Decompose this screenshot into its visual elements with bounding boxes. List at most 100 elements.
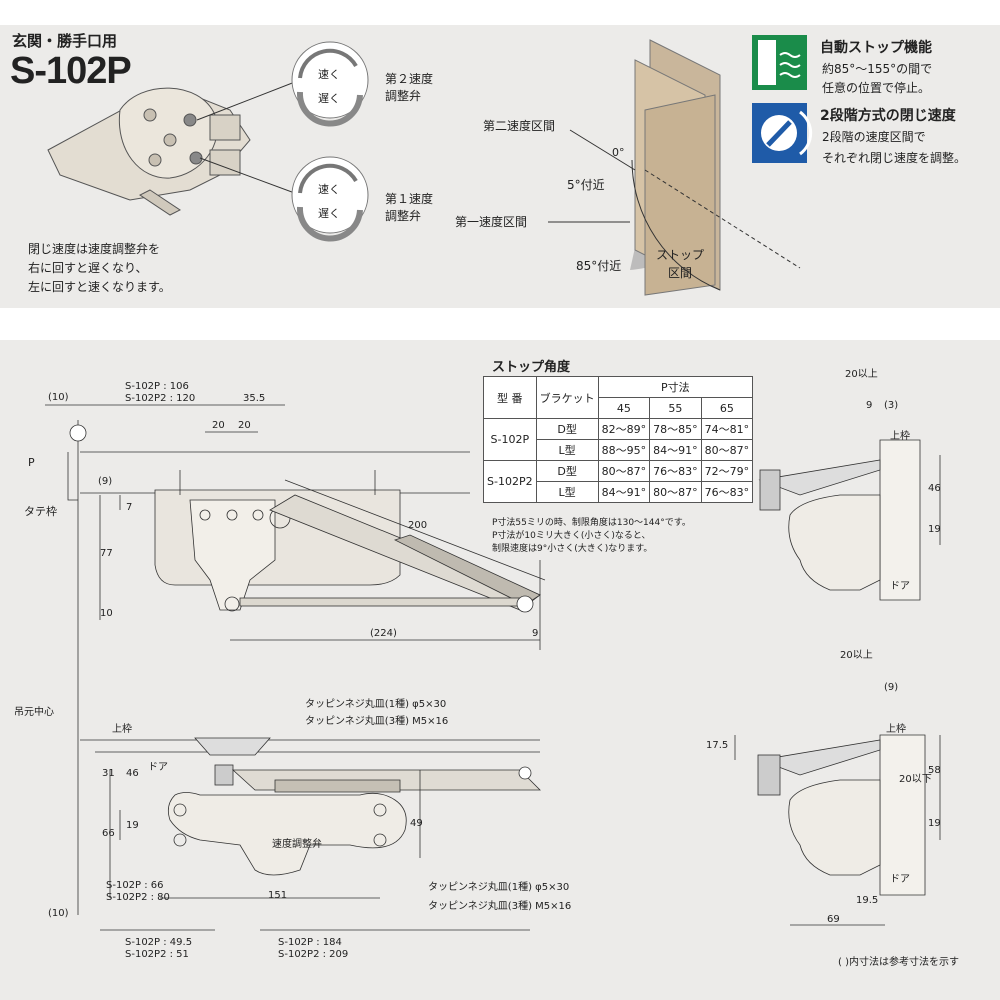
model-s102p2: S-102P2 [483,460,537,503]
screw-label-3: タッピンネジ丸皿(3種) M5×16 [305,716,449,727]
p-65: 65 [700,397,754,419]
speed-note-line3: 左に回すと速くなります。 [28,280,171,294]
dim-9: 9 [532,628,539,639]
dim-151: 151 [268,890,288,901]
table-cell: 76～83° [700,481,754,503]
first-valve-slow: 遅く [318,207,340,220]
table-cell: 84～91° [597,481,651,503]
dim-31: 31 [102,768,115,779]
stop-zone-label1: ストップ [656,248,705,262]
header-p: P寸法 [597,376,754,398]
side-bottom-9: (9) [884,682,899,693]
dim-s102p2-209: S-102P2 : 209 [278,949,349,960]
bracket-l: L型 [535,481,599,503]
side-bottom-17-5: 17.5 [706,740,729,751]
table-cell: 84～91° [649,439,702,461]
eighty-five-label: 85°付近 [576,259,622,273]
first-valve-label2: 調整弁 [385,209,422,223]
hinge-center-label: 吊元中心 [14,707,54,718]
header-bracket: ブラケット [535,376,599,419]
dim-20b: 20 [238,420,251,431]
five-degree-label: 5°付近 [567,178,605,192]
dim-paren10: (10) [48,392,69,403]
table-cell: 78～85° [649,418,702,440]
page-title: S-102P [10,50,132,92]
dim-224: (224) [370,628,397,639]
dim-66: 66 [102,828,115,839]
feature-two-stage-line2: それぞれ閉じ速度を調整。 [822,151,967,165]
dim-s102p2-51: S-102P2 : 51 [125,949,189,960]
feature-two-stage-title: 2段階方式の閉じ速度 [820,108,956,124]
side-top-19: 19 [928,524,941,535]
side-top-20-up: 20以上 [845,369,878,380]
dim-10: 10 [100,608,113,619]
side-top-door: ドア [890,581,910,592]
dim-35-5: 35.5 [243,393,266,404]
dim-s102p-106: S-102P : 106 [125,381,189,392]
side-bottom-19: 19 [928,818,941,829]
speed-valve-label: 速度調整弁 [272,839,322,850]
stop-table-title: ストップ角度 [492,360,571,375]
table-cell: 74～81° [700,418,754,440]
screw-label-1b: タッピンネジ丸皿(1種) φ5×30 [428,882,570,893]
table-cell: 72～79° [700,460,754,482]
page-subtitle: 玄関・勝手口用 [12,32,118,50]
dim-s102p2-80: S-102P2 : 80 [106,892,170,903]
dim-s102p-495: S-102P : 49.5 [125,937,193,948]
dim-49: 49 [410,818,423,829]
bracket-d: D型 [535,418,599,440]
dim-s102p-184: S-102P : 184 [278,937,342,948]
screw-label-3b: タッピンネジ丸皿(3種) M5×16 [428,901,572,912]
p-55: 55 [649,397,702,419]
side-top-9: 9 [866,400,873,411]
speed-note-line2: 右に回すと遅くなり、 [28,261,148,275]
table-cell: 80～87° [597,460,651,482]
header-model: 型 番 [483,376,537,419]
dim-19: 19 [126,820,139,831]
feature-auto-stop-line1: 約85°～155°の間で [822,62,933,76]
tate-frame-label: タテ枠 [24,505,57,518]
second-valve-slow: 遅く [318,92,340,105]
side-bottom-upper-frame: 上枠 [886,724,906,735]
dim-p: P [28,456,35,469]
side-bottom-19-5: 19.5 [856,895,879,906]
screw-label-1: タッピンネジ丸皿(1種) φ5×30 [305,699,447,710]
table-cell: 88～95° [597,439,651,461]
side-bottom-69: 69 [827,914,840,925]
dim-paren9: (9) [98,476,113,487]
side-bottom-58: 58 [928,765,941,776]
dim-20a: 20 [212,420,225,431]
side-bottom-door: ドア [890,874,910,885]
stop-angle-table: 型 番 ブラケット P寸法 45 55 65 S-102P D型 82～89° … [483,376,754,503]
side-top-3: (3) [884,400,899,411]
feature-auto-stop-title: 自動ストップ機能 [820,40,932,56]
table-cell: 76～83° [649,460,702,482]
first-zone-label: 第一速度区間 [455,215,528,229]
second-zone-label: 第二速度区間 [483,119,556,133]
dim-46: 46 [126,768,139,779]
first-valve-label: 第１速度 [385,192,434,206]
side-bottom-20-down: 20以下 [899,774,932,785]
side-bottom-20-up: 20以上 [840,650,873,661]
dim-paren10b: (10) [48,908,69,919]
upper-frame-label: 上枠 [112,724,132,735]
feature-two-stage-line1: 2段階の速度区間で [822,130,926,144]
bracket-l: L型 [535,439,599,461]
stop-note-2: P寸法が10ミリ大きく(小さく)なると、 [492,531,651,541]
speed-note-line1: 閉じ速度は速度調整弁を [28,242,161,256]
dim-s102p-66: S-102P : 66 [106,880,164,891]
stop-zone-label2: 区間 [668,266,693,280]
p-45: 45 [597,397,651,419]
second-valve-label2: 調整弁 [385,89,422,103]
side-top-46: 46 [928,483,941,494]
dim-200: 200 [408,520,428,531]
bracket-d: D型 [535,460,599,482]
dim-s102p2-120: S-102P2 : 120 [125,393,196,404]
first-valve-fast: 速く [318,183,340,196]
stop-note-1: P寸法55ミリの時、制限角度は130～144°です。 [492,518,691,528]
second-valve-fast: 速く [318,68,340,81]
model-s102p: S-102P [483,418,537,461]
second-valve-label: 第２速度 [385,72,434,86]
table-cell: 80～87° [700,439,754,461]
table-cell: 80～87° [649,481,702,503]
